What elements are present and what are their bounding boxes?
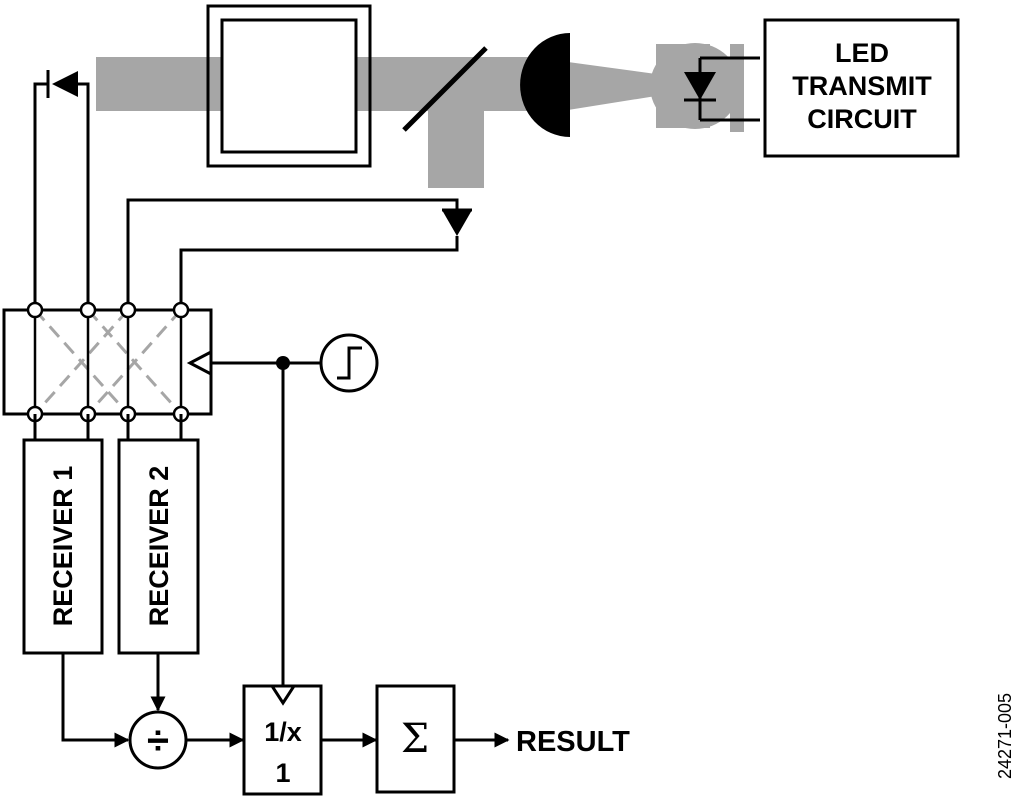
sample-cuvette — [206, 4, 372, 168]
step-signal-glyph — [337, 346, 362, 380]
led-label-line-2: TRANSMIT — [792, 71, 932, 101]
multiplexer-switch — [2, 308, 213, 416]
beam-splitter — [402, 46, 488, 132]
lens — [520, 33, 570, 137]
result-label: RESULT — [516, 726, 630, 758]
receiver-2-block — [117, 438, 200, 655]
led-icon — [684, 56, 760, 122]
receiver-1-label: RECEIVER 1 — [48, 466, 78, 627]
sum-symbol: Σ — [401, 716, 429, 762]
divide-symbol: ÷ — [147, 719, 169, 763]
reference-photodiode-icon — [126, 198, 472, 310]
receiver-1-block — [22, 438, 104, 655]
sample-photodiode-icon — [33, 70, 90, 310]
reciprocal-label-top: 1/x — [264, 717, 302, 747]
switch-crossings — [33, 309, 183, 415]
sum-block — [375, 684, 456, 794]
led-label-line-1: LED — [835, 38, 889, 68]
reciprocal-label-bottom: 1 — [275, 758, 290, 788]
led-label-line-3: CIRCUIT — [807, 104, 917, 134]
figure-id: 24271-005 — [995, 693, 1015, 779]
led-transmit-circuit-block — [763, 18, 960, 158]
reciprocal-control-input — [269, 684, 297, 706]
receiver-2-label: RECEIVER 2 — [144, 466, 174, 627]
